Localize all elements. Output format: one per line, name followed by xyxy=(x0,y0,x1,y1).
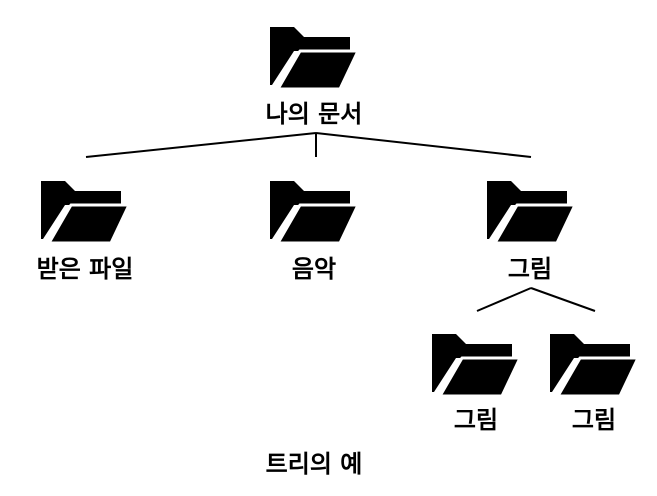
edge-pictures-right xyxy=(530,287,596,312)
tree-edges xyxy=(85,132,596,312)
folder-open-icon xyxy=(548,332,640,398)
edge-root-left xyxy=(85,132,317,158)
node-label: 그림 xyxy=(572,406,616,434)
node-pictures[interactable]: 그림 xyxy=(485,179,577,283)
node-label: 나의 문서 xyxy=(266,100,363,128)
folder-open-icon xyxy=(485,179,577,245)
folder-open-icon xyxy=(268,179,360,245)
edge-root-right xyxy=(315,132,532,158)
edge-pictures-left xyxy=(476,287,532,312)
folder-open-icon xyxy=(430,332,522,398)
node-pictures-child-1[interactable]: 그림 xyxy=(430,332,522,434)
node-label: 받은 파일 xyxy=(37,255,134,283)
node-label: 그림 xyxy=(508,255,552,283)
node-my-documents[interactable]: 나의 문서 xyxy=(266,25,363,128)
node-label: 그림 xyxy=(454,406,498,434)
diagram-caption: 트리의 예 xyxy=(266,450,363,478)
node-received-files[interactable]: 받은 파일 xyxy=(37,179,134,283)
node-pictures-child-2[interactable]: 그림 xyxy=(548,332,640,434)
folder-open-icon xyxy=(39,179,131,245)
node-label: 음악 xyxy=(292,255,336,283)
folder-open-icon xyxy=(268,25,360,91)
node-music[interactable]: 음악 xyxy=(268,179,360,283)
